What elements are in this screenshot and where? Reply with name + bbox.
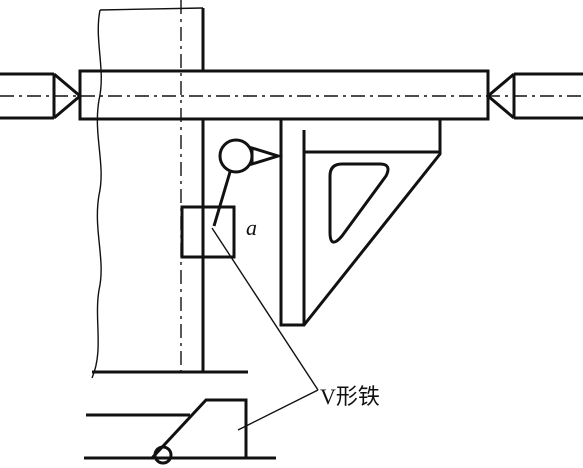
reference-block [180, 205, 236, 259]
leader-lines [211, 227, 319, 431]
dimension-a-label: a [246, 215, 257, 240]
column-body [91, 7, 248, 379]
mandrel-bar [78, 69, 490, 121]
dial-indicator [212, 138, 284, 227]
angle-plate [279, 119, 442, 327]
v-block-label: V形铁 [320, 384, 380, 409]
v-block [84, 398, 276, 465]
